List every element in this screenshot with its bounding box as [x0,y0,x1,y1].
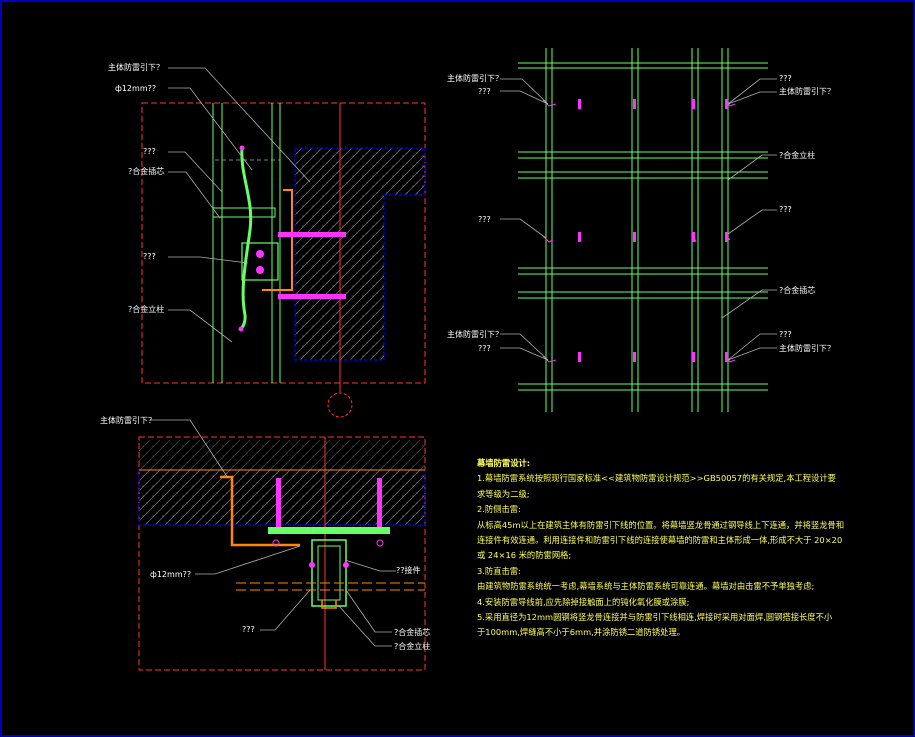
label-unknown: ??? [143,252,156,261]
plan-screed [139,440,425,470]
elevation-grid: 主体防雷引下？ ??? ??? 主体防雷引下？ ??? ?合金立柱 ??? ?合… [447,48,835,412]
label-main-lightning-down: 主体防雷引下？ [108,62,164,72]
plan-mullion-inner [317,545,341,601]
plan-mullion [311,539,347,607]
notes-line: 4.安装防雷导线前,应先除掉接触面上的钝化氧化膜或涂膜; [477,596,690,607]
section-bolt [256,266,264,274]
label-main-lightning-down: 主体防雷引下？ [447,73,503,83]
plan-connector-bolt [343,562,349,568]
label-unknown: ??? [478,87,491,96]
plan-anchor-bolt [276,478,281,528]
label-main-lightning-down: 主体防雷引下？ [447,329,503,339]
plan-bolt [272,539,280,547]
label-main-lightning-down: 主体防雷引下？ [779,343,835,353]
leader-line [168,151,223,193]
label-alloy-trim: ?合金插芯 [394,627,430,637]
leader-line [168,171,221,219]
plan-frame [138,436,426,671]
notes-line: 由建筑物防雷系统统一考虑,幕墙系统与主体防雷系统可靠连通。幕墙对由击雷不予单独考… [477,581,815,592]
notes-line: 于100mm,焊缝高不小于6mm,并涂防锈二道防锈处理。 [477,627,686,638]
label-unknown: ??? [478,344,491,353]
label-unknown: ??? [242,625,255,634]
notes-line: 3.防直击雷: [477,565,521,576]
section-plate [212,207,276,218]
section-connector-box [241,242,279,281]
label-alloy-trim: ?合金插芯 [128,166,164,176]
plan-anchor-bolt [377,478,382,528]
section-bolt [256,250,264,258]
label-alloy-mullion: ?合金立柱 [394,641,430,651]
plan-bolt [376,539,384,547]
label-main-lightning-down: 主体防雷引下？ [100,415,156,425]
label-unknown: ??? [779,205,792,214]
label-unknown: ??? [478,215,491,224]
section-rod-end [239,145,245,151]
section-detail: 主体防雷引下？ ф12mm?? ??? ?合金插芯 ??? ?合金立柱 [108,62,426,418]
section-rod-end [238,326,244,332]
section-rod [238,147,253,332]
notes-line: 从标高45m以上在建筑主体有防雷引下线的位置。将幕墙竖龙骨通过钢导线上下连通，并… [477,519,845,530]
section-anchor-bolt [278,232,346,237]
label-unknown: ??? [143,147,156,156]
leader-line [168,87,253,171]
label-rod-diameter: ф12mm?? [115,84,156,93]
notes-line: 2.防侧击雷: [477,504,521,515]
notes-line: 或 24×16 米的防雷网格; [477,550,572,561]
plan-base-plate [268,527,390,534]
label-rod-diameter: ф12mm?? [150,570,191,579]
label-alloy-mullion: ?合金立柱 [128,304,164,314]
notes-title: 幕墙防雷设计: [477,458,531,468]
notes-line: 求等级为二级; [477,488,530,499]
notes-line: 5.采用直径为12mm圆钢将竖龙骨连接并与防雷引下线相连,焊接时采用对面焊,圆钢… [477,612,833,623]
notes-line: 1.幕墙防雷系统按照现行国家标准<<建筑物防雷设计规范>>GB50057的有关规… [477,473,836,484]
design-notes: 幕墙防雷设计: 1.幕墙防雷系统按照现行国家标准<<建筑物防雷设计规范>>GB5… [477,456,847,641]
notes-line: 连接件有效连通。利用连接件和防雷引下线的连接使幕墙的防雷和主体形成一体,形成不大… [477,535,843,546]
leader-line [168,309,233,343]
label-unknown: ??? [779,74,792,83]
section-frame [141,102,426,384]
plan-rod [220,475,300,547]
section-anchor-bolt [278,294,346,299]
section-bracket [262,189,293,291]
section-axis-bubble [327,392,353,418]
plan-detail: 主体防雷引下？ ф12mm?? ??接件 ??? ?合金插芯 ?合金立柱 [100,415,430,671]
plan-clip [321,600,337,609]
section-concrete [294,147,426,361]
plan-connector-bolt [309,562,315,568]
label-alloy-mullion: ?合金立柱 [779,150,815,160]
leader-line [168,67,311,183]
label-connector: ??接件 [396,565,421,575]
plan-concrete [138,469,426,526]
leader-line [168,256,249,264]
label-alloy-trim: ?合金插芯 [779,285,815,295]
label-unknown: ??? [779,330,792,339]
label-main-lightning-down: 主体防雷引下？ [779,86,835,96]
